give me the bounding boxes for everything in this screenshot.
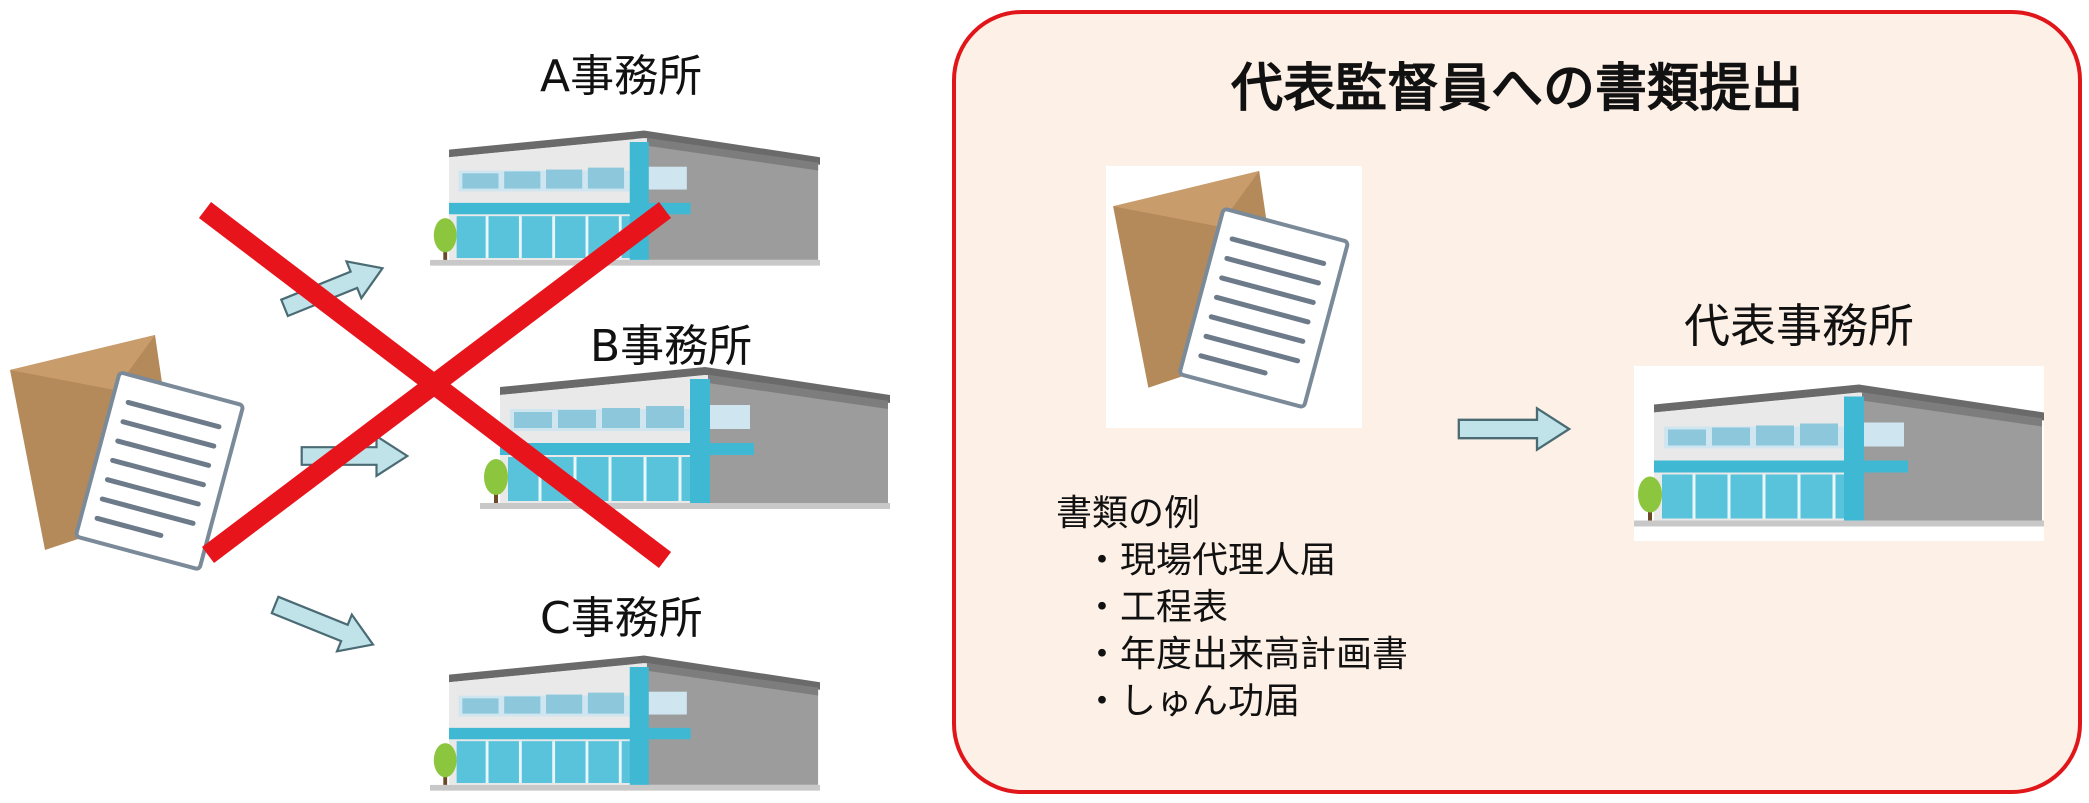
office-c-building bbox=[430, 654, 820, 793]
document-item: ・年度出来高計画書 bbox=[1084, 634, 1409, 675]
envelope-document-icon bbox=[1106, 166, 1362, 428]
office-b-label: B事務所 bbox=[590, 321, 753, 372]
envelope-document-icon bbox=[10, 335, 243, 570]
office-c-label: C事務所 bbox=[540, 593, 703, 644]
office-a-label: A事務所 bbox=[540, 51, 703, 102]
document-item: ・しゅん功届 bbox=[1084, 681, 1301, 722]
arrow-to-c bbox=[266, 585, 382, 665]
panel-title: 代表監督員への書類提出 bbox=[1230, 59, 1803, 119]
document-examples-heading: 書類の例 bbox=[1056, 493, 1201, 534]
office-b-building bbox=[480, 365, 890, 511]
document-examples: 書類の例 ・現場代理人届 ・工程表 ・年度出来高計画書 ・しゅん功届 bbox=[1056, 490, 1408, 725]
document-item: ・現場代理人届 bbox=[1084, 540, 1337, 581]
representative-submission-panel: 代表監督員への書類提出 代表事務所 書類の例 ・現場代理人届 ・工程表 ・年度出… bbox=[952, 10, 2082, 794]
document-item: ・工程表 bbox=[1084, 587, 1229, 628]
prohibition-cross-icon bbox=[198, 202, 672, 568]
left-diagram bbox=[0, 129, 890, 793]
arrow-to-representative bbox=[1457, 406, 1571, 452]
representative-office-label: 代表事務所 bbox=[1684, 299, 1914, 353]
representative-office-building bbox=[1634, 366, 2044, 541]
